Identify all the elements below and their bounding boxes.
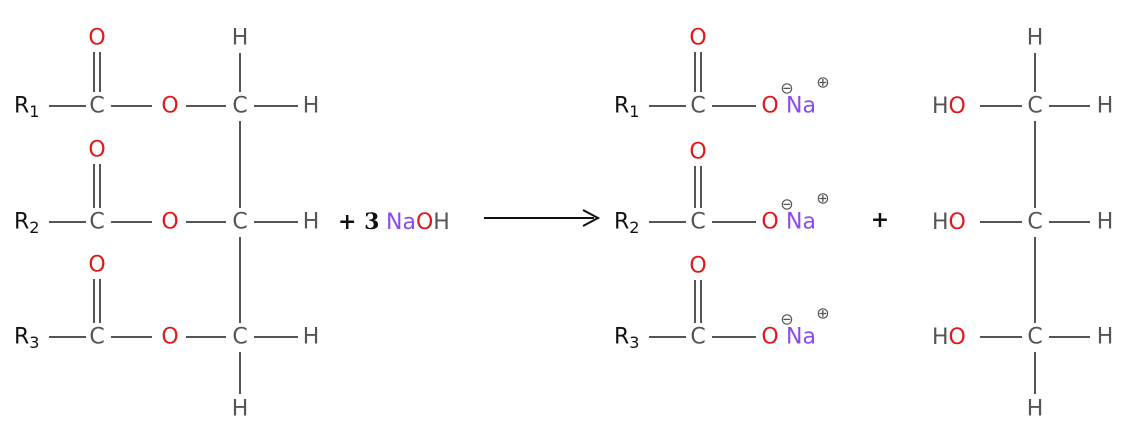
positive-charge-1: ⊕ <box>816 73 829 92</box>
product-carboxylate-oxygen-3: O <box>761 325 778 350</box>
product-r3-label-subscript: 3 <box>629 333 639 352</box>
product-carbonyl-oxygen-1: O <box>689 26 706 51</box>
negative-charge-1: ⊖ <box>780 79 793 98</box>
coefficient: + 3 <box>338 209 379 235</box>
reactant-bottom-hydrogen: H <box>232 397 249 422</box>
plus-sign: + <box>871 207 889 233</box>
naoh-oxygen: O <box>416 210 433 235</box>
reactant-ester-oxygen-2: O <box>161 210 178 235</box>
glycerol-carbon-3: C <box>1027 325 1042 350</box>
glycerol-hydrogen-3: H <box>1097 325 1114 350</box>
product-carbonyl-carbon-2: C <box>690 210 705 235</box>
glycerol-hydrogen-1: H <box>1097 94 1114 119</box>
positive-charge-2: ⊕ <box>816 189 829 208</box>
reactant-r1-label: R1 <box>14 94 39 121</box>
glycerol-top-hydrogen: H <box>1027 26 1044 51</box>
product-carbonyl-oxygen-2: O <box>689 140 706 165</box>
glycerol-hydroxyl-3: HO <box>932 325 966 350</box>
product-carbonyl-carbon-3: C <box>690 325 705 350</box>
naoh-sodium: Na <box>386 210 416 235</box>
negative-charge-3: ⊖ <box>780 310 793 329</box>
glycerol-bottom-hydrogen: H <box>1027 397 1044 422</box>
reactant-glycerol-carbon-3: C <box>232 325 247 350</box>
product-carboxylate-oxygen-2: O <box>761 210 778 235</box>
product-sodium-2: Na <box>786 210 816 235</box>
reactant-top-hydrogen: H <box>232 26 249 51</box>
product-carbonyl-oxygen-3: O <box>689 254 706 279</box>
product-r2-label-subscript: 2 <box>629 218 639 237</box>
positive-charge-3: ⊕ <box>816 304 829 323</box>
reactant-r1-label-subscript: 1 <box>29 102 39 121</box>
product-carbonyl-carbon-1: C <box>690 94 705 119</box>
product-sodium-1: Na <box>786 94 816 119</box>
reactant-carbonyl-oxygen-3: O <box>88 253 105 278</box>
reactant-carbonyl-carbon-2: C <box>89 210 104 235</box>
product-r2-label: R2 <box>614 210 639 237</box>
product-carboxylate-oxygen-1: O <box>761 94 778 119</box>
negative-charge-2: ⊖ <box>780 195 793 214</box>
reactant-carbonyl-carbon-3: C <box>89 325 104 350</box>
reactant-hydrogen-2: H <box>303 210 320 235</box>
reactant-hydrogen-3: H <box>303 325 320 350</box>
product-r3-label: R3 <box>614 325 639 352</box>
glycerol-carbon-2: C <box>1027 210 1042 235</box>
reaction-arrow-head <box>582 209 601 227</box>
naoh-formula: NaOH <box>386 210 450 235</box>
reactant-ester-oxygen-3: O <box>161 325 178 350</box>
reactant-glycerol-carbon-1: C <box>232 94 247 119</box>
product-sodium-3: Na <box>786 325 816 350</box>
glycerol-hydroxyl-1: HO <box>932 94 966 119</box>
reactant-carbonyl-carbon-1: C <box>89 94 104 119</box>
glycerol-hydroxyl-2: HO <box>932 210 966 235</box>
reactant-ester-oxygen-1: O <box>161 94 178 119</box>
reactant-hydrogen-1: H <box>303 94 320 119</box>
naoh-hydrogen: H <box>433 210 450 235</box>
glycerol-hydrogen-2: H <box>1097 210 1114 235</box>
reactant-carbonyl-oxygen-2: O <box>88 138 105 163</box>
reactant-r2-label: R2 <box>14 210 39 237</box>
product-r1-label: R1 <box>614 94 639 121</box>
product-r1-label-subscript: 1 <box>629 102 639 121</box>
glycerol-carbon-1: C <box>1027 94 1042 119</box>
reactant-r3-label-subscript: 3 <box>29 333 39 352</box>
reactant-glycerol-carbon-2: C <box>232 210 247 235</box>
reactant-carbonyl-oxygen-1: O <box>88 26 105 51</box>
reactant-r3-label: R3 <box>14 325 39 352</box>
reactant-r2-label-subscript: 2 <box>29 218 39 237</box>
